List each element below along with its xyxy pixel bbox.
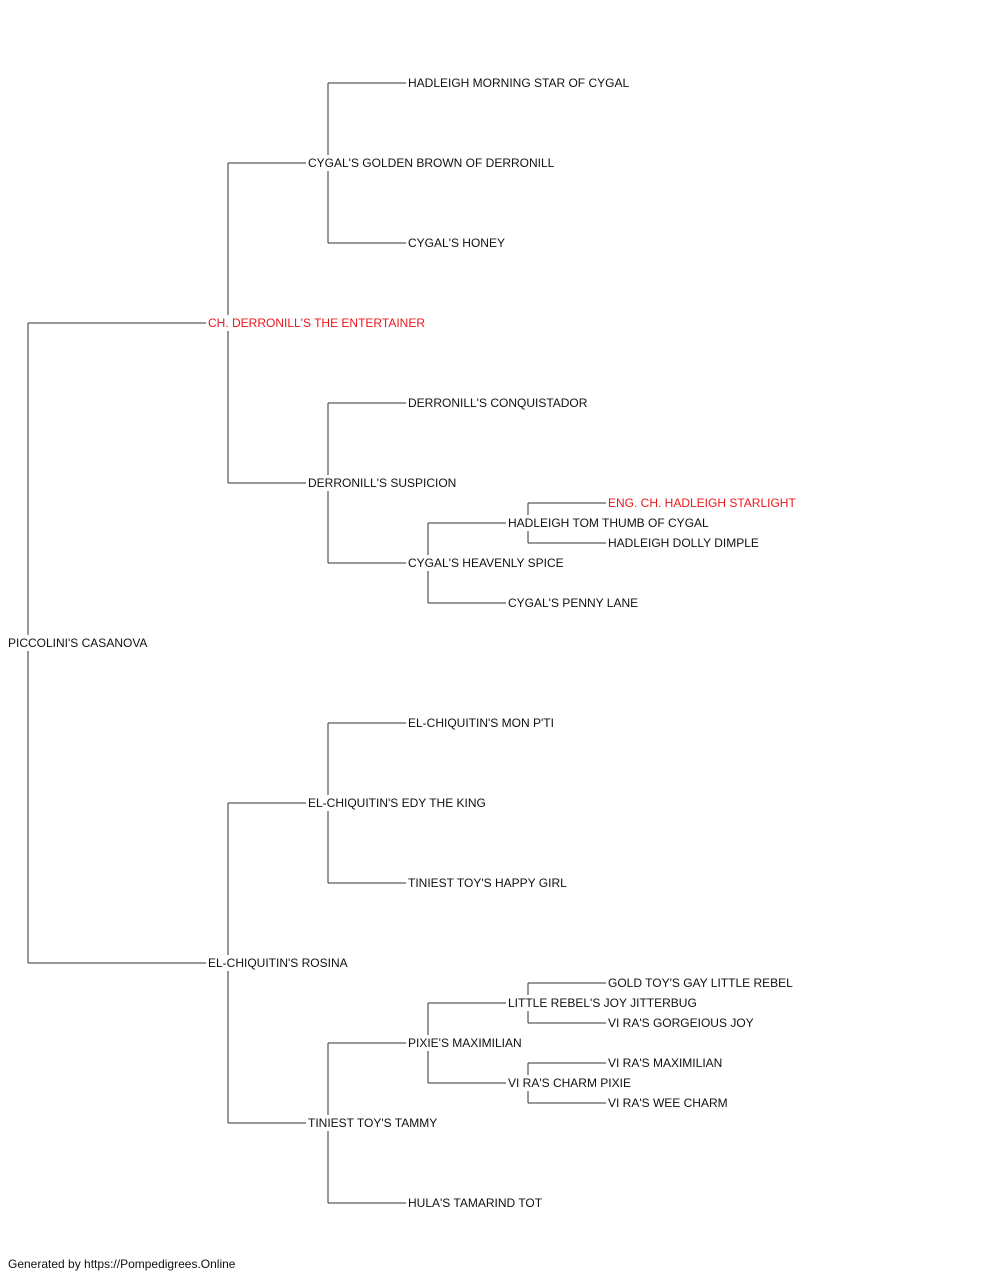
ancestor-name: CYGAL'S PENNY LANE xyxy=(508,596,638,610)
pedigree-connectors xyxy=(27,82,606,1204)
ancestor-name: CYGAL'S HEAVENLY SPICE xyxy=(408,556,564,570)
ancestor-name: EL-CHIQUITIN'S MON P'TI xyxy=(408,716,554,730)
ancestor-name: DERRONILL'S SUSPICION xyxy=(308,476,456,490)
ancestor-name: CH. DERRONILL'S THE ENTERTAINER xyxy=(208,316,425,330)
ancestor-name: TINIEST TOY'S TAMMY xyxy=(308,1116,437,1130)
ancestor-name: HADLEIGH TOM THUMB OF CYGAL xyxy=(508,516,709,530)
ancestor-name: PIXIE'S MAXIMILIAN xyxy=(408,1036,522,1050)
ancestor-name: TINIEST TOY'S HAPPY GIRL xyxy=(408,876,567,890)
ancestor-name: VI RA'S CHARM PIXIE xyxy=(508,1076,631,1090)
ancestor-name: VI RA'S MAXIMILIAN xyxy=(608,1056,722,1070)
ancestor-name: EL-CHIQUITIN'S EDY THE KING xyxy=(308,796,486,810)
ancestor-name: ENG. CH. HADLEIGH STARLIGHT xyxy=(608,496,796,510)
subject-dog-name: PICCOLINI'S CASANOVA xyxy=(8,636,147,650)
ancestor-name: EL-CHIQUITIN'S ROSINA xyxy=(208,956,348,970)
ancestor-name: DERRONILL'S CONQUISTADOR xyxy=(408,396,588,410)
ancestor-name: HADLEIGH DOLLY DIMPLE xyxy=(608,536,759,550)
ancestor-name: CYGAL'S GOLDEN BROWN OF DERRONILL xyxy=(308,156,555,170)
ancestor-name: HULA'S TAMARIND TOT xyxy=(408,1196,543,1210)
pedigree-labels: PICCOLINI'S CASANOVA CH. DERRONILL'S THE … xyxy=(8,76,796,1210)
ancestor-name: VI RA'S GORGEIOUS JOY xyxy=(608,1016,754,1030)
ancestor-name: VI RA'S WEE CHARM xyxy=(608,1096,728,1110)
ancestor-name: CYGAL'S HONEY xyxy=(408,236,505,250)
ancestor-name: LITTLE REBEL'S JOY JITTERBUG xyxy=(508,996,697,1010)
ancestor-name: GOLD TOY'S GAY LITTLE REBEL xyxy=(608,976,793,990)
footer-credit: Generated by https://Pompedigrees.Online xyxy=(8,1257,236,1271)
ancestor-name: HADLEIGH MORNING STAR OF CYGAL xyxy=(408,76,629,90)
